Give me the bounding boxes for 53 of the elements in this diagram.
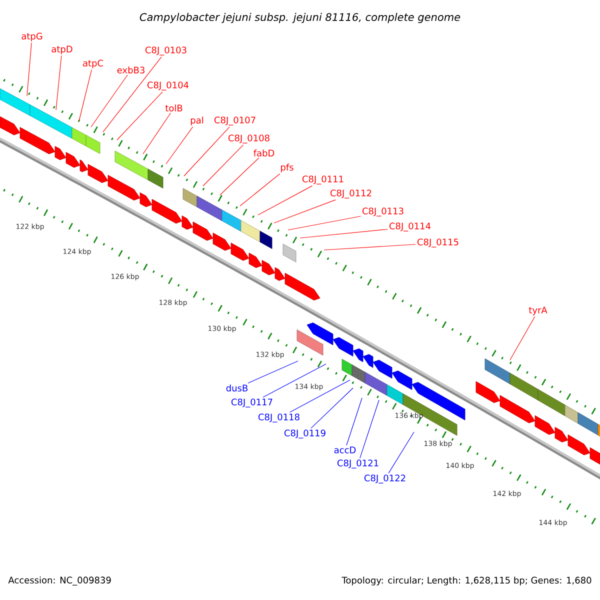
leader-line: [262, 364, 326, 398]
leader-line: [166, 126, 194, 164]
leader-line: [78, 69, 92, 122]
leader-line: [346, 398, 362, 446]
gene-label: C8J_0119: [284, 430, 326, 438]
leader-line: [274, 200, 336, 224]
footer-text: Accession: NC_009839: [8, 576, 111, 586]
gene-label: C8J_0113: [362, 208, 404, 216]
leader-line: [56, 55, 62, 110]
leader-line: [288, 216, 361, 230]
gene-label: atpC: [83, 60, 104, 68]
gene-label: pfs: [281, 164, 294, 172]
leader-line: [202, 144, 244, 186]
leader-line: [220, 158, 260, 196]
gene-label: C8J_0107: [214, 116, 256, 126]
gene-label: C8J_0122: [364, 474, 406, 484]
gene-label: C8J_0104: [147, 82, 189, 90]
gene-label: accD: [334, 446, 356, 454]
leader-line: [388, 432, 414, 474]
gene-label: C8J_0111: [302, 176, 344, 184]
leader-line: [184, 126, 230, 176]
leader-line: [310, 388, 354, 428]
gene-label: fabD: [254, 150, 274, 156]
gene-label: atpD: [52, 46, 72, 54]
gene-label: C8J_0103: [145, 46, 186, 56]
leader-line: [258, 186, 313, 216]
gene-label: atpG: [22, 32, 42, 42]
title: Campylobacter jejuni subsp. jejuni 81116, complete genome: [140, 12, 460, 24]
leader-line: [300, 228, 388, 238]
leader-line: [26, 42, 32, 96]
gene-label: C8J_0108: [228, 134, 270, 144]
leader-line: [116, 92, 163, 140]
leader-line: [240, 173, 280, 206]
leader-line: [510, 316, 536, 360]
gene-label: C8J_0118: [258, 414, 300, 422]
leader-line: [360, 400, 380, 458]
gene-label: C8J_0112: [330, 190, 372, 198]
gene-label: pal: [190, 116, 204, 126]
gene-label: tolB: [165, 104, 182, 112]
footer-text: Topology: circular; Length: 1,628,115 bp; Genes: 1,680: [342, 576, 592, 586]
gene-label: tyrA: [528, 306, 548, 316]
gene-label: dusB: [226, 384, 248, 392]
gene-label: exbB3: [117, 66, 144, 74]
gene-label: C8J_0114: [389, 222, 431, 232]
gene-label: C8J_0121: [337, 460, 378, 468]
leader-line: [90, 74, 128, 128]
leader-line: [290, 380, 350, 412]
gene-label: C8J_0117: [231, 398, 272, 408]
leader-line: [324, 244, 416, 250]
leader-line: [248, 360, 298, 384]
leader-line: [142, 112, 172, 154]
leader-line: [102, 56, 162, 132]
gene-label: C8J_0115: [417, 238, 458, 248]
